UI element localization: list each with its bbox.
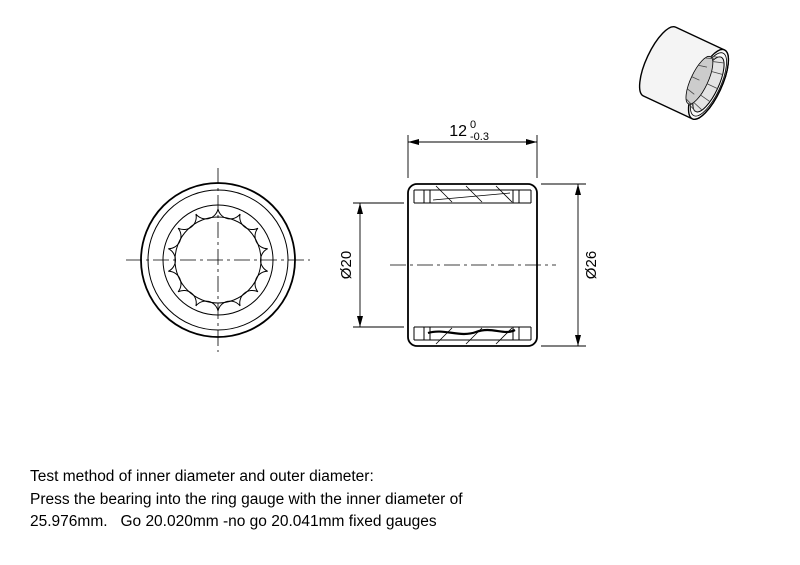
width-dimension: 12 0 -0.3 (407, 119, 538, 178)
width-tol-lower: -0.3 (470, 131, 489, 143)
width-arrow-left (408, 139, 419, 145)
note-line-2: Press the bearing into the ring gauge wi… (30, 490, 463, 508)
od-dim-value: Ø26 (583, 251, 600, 279)
cup-lips (413, 190, 532, 340)
bore-arrow-top (357, 203, 363, 214)
needle-roller-bottom (423, 326, 520, 341)
isometric-view (638, 26, 730, 120)
bore-dimension: Ø20 (338, 202, 404, 328)
od-arrow-bottom (575, 335, 581, 346)
roller-wave-line (427, 328, 516, 336)
od-arrow-top (575, 184, 581, 195)
test-method-notes: Test method of inner diameter and outer … (30, 466, 463, 534)
bore-dim-value: Ø20 (338, 251, 355, 279)
front-view (126, 168, 310, 352)
width-tol-upper: 0 (470, 119, 476, 131)
width-dim-value: 12 (449, 123, 467, 140)
iso-needle-rollers (685, 56, 725, 112)
bore-arrow-bottom (357, 316, 363, 327)
note-line-3: 25.976mm. Go 20.020mm -no go 20.041mm fi… (30, 513, 437, 530)
section-hatch-lines (435, 185, 513, 345)
needle-roller-top (423, 189, 520, 204)
od-dimension: Ø26 (541, 183, 600, 347)
note-line-1: Test method of inner diameter and outer … (30, 468, 374, 485)
width-arrow-right (526, 139, 537, 145)
section-view (390, 183, 556, 347)
